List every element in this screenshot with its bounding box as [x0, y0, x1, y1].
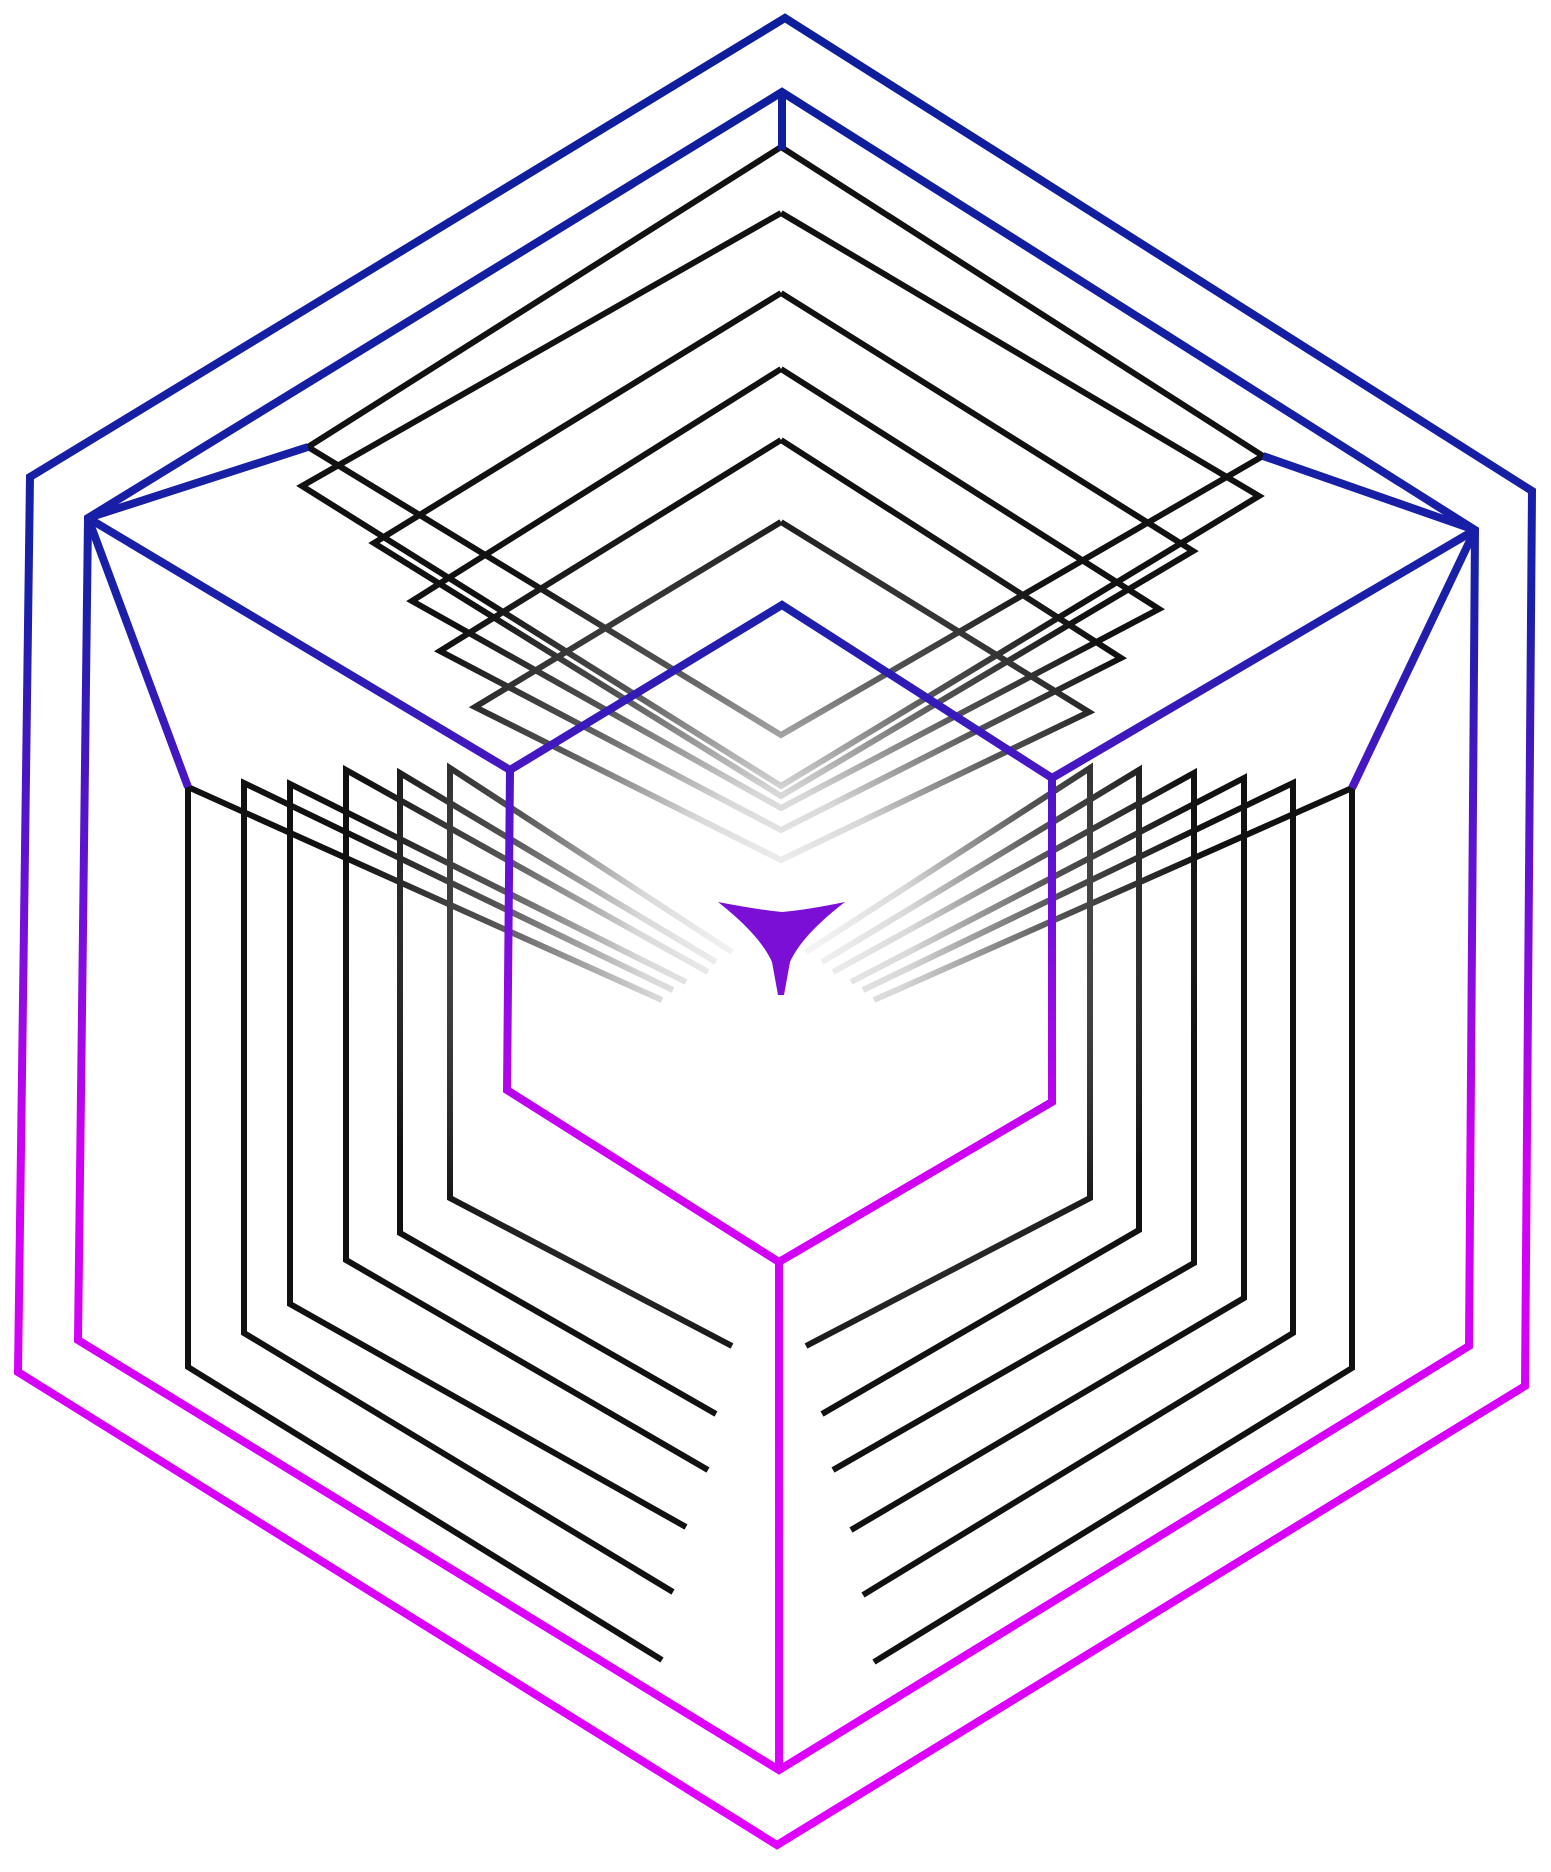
right-v-edge	[1049, 526, 1478, 782]
right-nested-shape-6	[804, 762, 1093, 1349]
left-lower-wing	[84, 516, 192, 789]
right-nested-shape-4	[831, 767, 1197, 1473]
outer-hexagon	[13, 13, 1537, 1850]
right-nested-shape-3	[849, 773, 1247, 1533]
top-nested-square-1	[302, 144, 1269, 739]
nested-layers	[185, 144, 1355, 1665]
center-node	[718, 902, 845, 995]
left-nested-shape-1	[185, 782, 664, 1663]
left-upper-wing	[86, 443, 310, 522]
top-nested-square-5	[433, 437, 1128, 834]
top-nested-square-6	[468, 519, 1096, 864]
left-nested-shape-6	[447, 762, 734, 1349]
left-v-edge	[85, 514, 513, 774]
right-upper-wing	[1261, 452, 1477, 534]
top-nested-square-4	[406, 366, 1165, 812]
inner-cube-outline	[502, 600, 1056, 1267]
top-nested-square-2	[296, 210, 1265, 790]
cube-frame	[13, 13, 1537, 1850]
left-nested-shape-5	[397, 767, 718, 1417]
left-nested-shape-3	[287, 779, 688, 1530]
left-nested-shape-2	[241, 778, 675, 1595]
right-nested-shape-2	[861, 778, 1296, 1598]
right-nested-shape-1	[872, 783, 1355, 1665]
top-nested-square-3	[368, 290, 1199, 800]
left-nested-shape-4	[343, 764, 710, 1473]
right-lower-wing	[1348, 528, 1479, 790]
right-nested-shape-5	[820, 764, 1142, 1417]
